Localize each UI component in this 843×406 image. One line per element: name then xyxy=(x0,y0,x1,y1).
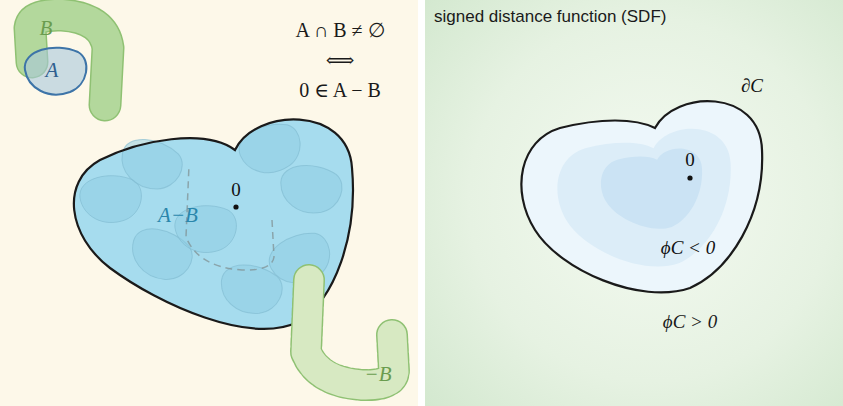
right-panel xyxy=(425,0,843,406)
intersection-condition: A ∩ B ≠ ∅ xyxy=(295,19,384,41)
shape-outline xyxy=(283,258,418,406)
translated-a-copy xyxy=(80,176,142,223)
equivalence-symbol: ⟺ xyxy=(326,49,355,71)
set-a-shape: A xyxy=(15,38,100,103)
shape-label: ∂C xyxy=(741,76,763,97)
shape-label: −B xyxy=(365,363,392,386)
set-a-outline xyxy=(25,48,87,95)
difference-condition: 0 ∈ A − B xyxy=(299,79,381,101)
shape-label: 0 xyxy=(231,180,241,201)
left-panel xyxy=(0,0,418,406)
shape-outline xyxy=(500,72,775,307)
sdf-fill xyxy=(521,101,762,292)
shape-label: 0 xyxy=(685,150,695,171)
translated-a-copy xyxy=(276,161,345,218)
sdf-boundary xyxy=(521,101,762,292)
sdf-level xyxy=(601,148,702,228)
sdf-level xyxy=(557,129,730,267)
panel-title: signed distance function (SDF) xyxy=(434,8,666,27)
shape-label: ϕC < 0 xyxy=(661,238,715,259)
shape-label: A−B xyxy=(158,204,198,227)
shape-label: B xyxy=(40,17,53,40)
outside-sign: ϕC > 0 xyxy=(663,312,717,333)
dashed-reflected-b xyxy=(186,165,274,270)
origin-dot xyxy=(687,175,692,180)
reflected-b-shape: −B xyxy=(283,258,418,406)
shape-label: A xyxy=(46,59,59,82)
origin-dot xyxy=(233,204,238,209)
sdf-shape: ∂C 0 ϕC < 0 xyxy=(500,72,775,307)
